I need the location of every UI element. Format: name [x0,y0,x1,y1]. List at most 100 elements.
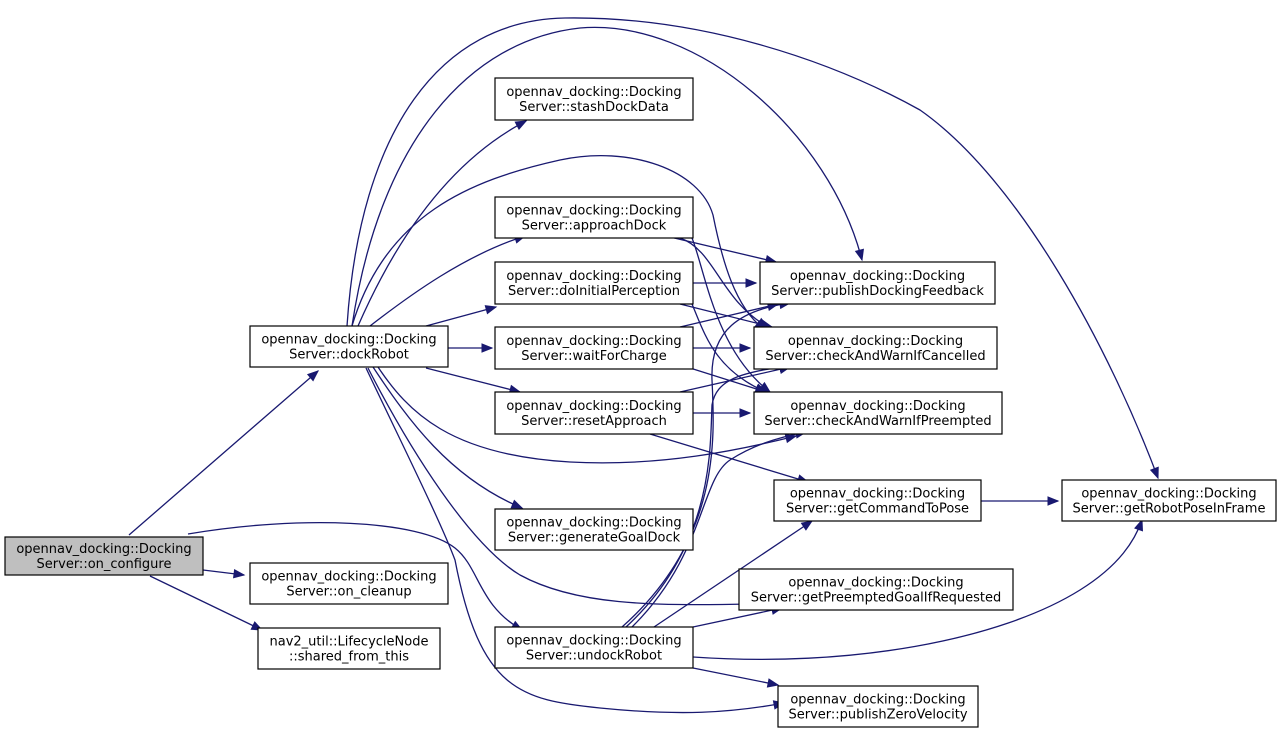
node-stashDockData[interactable]: opennav_docking::DockingServer::stashDoc… [494,77,694,121]
node-label-line2: Server::getCommandToPose [786,502,969,517]
edge-line [351,26,863,327]
edge-line [679,303,773,328]
edge-line [631,431,807,628]
node-on_cleanup[interactable]: opennav_docking::DockingServer::on_clean… [249,562,449,605]
node-dockRobot[interactable]: opennav_docking::DockingServer::dockRobo… [249,325,449,368]
node-label-line1: opennav_docking::Docking [506,204,681,219]
node-label-line1: opennav_docking::Docking [790,693,965,708]
node-waitForCharge[interactable]: opennav_docking::DockingServer::waitForC… [494,326,694,370]
edge-undockRobot-to-getRobotPoseInFrame [692,518,1144,661]
node-box [494,261,694,305]
node-label-line1: opennav_docking::Docking [261,333,436,348]
edge-line [653,520,813,628]
node-box [777,685,979,728]
node-label-line2: Server::checkAndWarnIfPreempted [764,414,991,429]
node-box [249,562,449,605]
node-on_configure[interactable]: opennav_docking::DockingServer::on_confi… [4,536,204,576]
edge-line [625,365,791,628]
edge-line [128,370,319,536]
node-box [494,508,694,551]
node-label-line1: opennav_docking::Docking [261,570,436,585]
node-label-line1: nav2_util::LifecycleNode [270,635,429,650]
node-getRobotPoseInFrame[interactable]: opennav_docking::DockingServer::getRobot… [1061,479,1277,522]
node-label-line2: Server::publishZeroVelocity [788,708,967,723]
arrowhead-icon [854,248,864,262]
edge-line [679,303,779,328]
edge-line [425,367,521,393]
node-doInitialPerception[interactable]: opennav_docking::DockingServer::doInitia… [494,261,694,305]
node-label-line1: opennav_docking::Docking [790,399,965,414]
edge-waitForCharge-to-checkAndWarnIfPreempted [689,367,768,394]
node-label-line1: opennav_docking::Docking [788,576,963,591]
node-label-line1: opennav_docking::Docking [506,516,681,531]
node-label-line2: Server::doInitialPerception [508,284,680,299]
arrowhead-icon [1149,466,1159,480]
edge-resetApproach-to-checkAndWarnIfPreempted [693,408,752,418]
edge-line [692,667,779,686]
node-box [753,326,998,370]
node-shared_from_this[interactable]: nav2_util::LifecycleNode::shared_from_th… [257,627,441,670]
node-undockRobot[interactable]: opennav_docking::DockingServer::undockRo… [494,626,694,669]
node-label-line1: opennav_docking::Docking [788,334,963,349]
edge-line [187,522,523,631]
node-box [753,391,1003,435]
node-box [1061,479,1277,522]
node-box [494,326,694,370]
edge-line [689,367,767,393]
edge-line [692,519,1143,661]
edge-line [679,237,769,328]
node-getPreemptedGoalIfRequested[interactable]: opennav_docking::DockingServer::getPreem… [738,568,1014,611]
arrowhead-icon [233,569,246,579]
arrowhead-icon [306,370,320,382]
edges-layer [128,17,1159,714]
node-generateGoalDock[interactable]: opennav_docking::DockingServer::generate… [494,508,694,551]
edge-line [369,235,526,327]
arrowhead-icon [745,278,758,288]
edge-dockRobot-to-doInitialPerception [425,305,498,327]
node-checkAndWarnIfPreempted[interactable]: opennav_docking::DockingServer::checkAnd… [753,391,1003,435]
edge-line [365,367,785,714]
node-label-line1: opennav_docking::Docking [506,399,681,414]
edge-line [367,367,753,606]
node-label-line1: opennav_docking::Docking [506,634,681,649]
node-box [494,391,694,435]
node-label-line1: opennav_docking::Docking [1081,487,1256,502]
edge-undockRobot-to-publishZeroVelocity [692,667,780,688]
arrowhead-icon [1047,496,1060,506]
edge-line [377,366,797,464]
nodes-layer: opennav_docking::DockingServer::on_confi… [4,77,1277,728]
edge-line [649,433,809,483]
node-label-line2: Server::undockRobot [526,649,662,664]
node-getCommandToPose[interactable]: opennav_docking::DockingServer::getComma… [773,479,982,522]
edge-dockRobot-to-publishDockingFeedback [351,26,864,327]
node-label-line2: Server::getRobotPoseInFrame [1073,502,1266,517]
node-box [249,325,449,368]
edge-undockRobot-to-getCommandToPose [653,520,814,628]
node-approachDock[interactable]: opennav_docking::DockingServer::approach… [494,196,694,239]
edge-dockRobot-to-generateGoalDock [372,366,524,509]
edge-line [692,607,783,628]
node-label-line2: ::shared_from_this [289,650,409,665]
node-box [738,568,1014,611]
edge-line [149,575,263,631]
edge-dockRobot-to-stashDockData [357,120,528,327]
node-box [4,536,204,576]
node-label-line2: Server::checkAndWarnIfCancelled [765,349,985,364]
node-resetApproach[interactable]: opennav_docking::DockingServer::resetApp… [494,391,694,435]
arrowhead-icon [514,120,528,131]
edge-line [425,306,497,327]
edge-dockRobot-to-waitForCharge [448,343,494,353]
arrowhead-icon [484,305,498,315]
arrowhead-icon [481,343,494,353]
node-publishDockingFeedback[interactable]: opennav_docking::DockingServer::publishD… [759,261,996,305]
node-label-line1: opennav_docking::Docking [506,269,681,284]
node-publishZeroVelocity[interactable]: opennav_docking::DockingServer::publishZ… [777,685,979,728]
edge-doInitialPerception-to-publishDockingFeedback [693,278,758,288]
node-checkAndWarnIfCancelled[interactable]: opennav_docking::DockingServer::checkAnd… [753,326,998,370]
edge-line [351,155,766,331]
node-label-line2: Server::getPreemptedGoalIfRequested [751,591,1002,606]
node-label-line2: Server::stashDockData [519,100,669,115]
node-label-line1: opennav_docking::Docking [790,487,965,502]
arrowhead-icon [766,678,780,688]
